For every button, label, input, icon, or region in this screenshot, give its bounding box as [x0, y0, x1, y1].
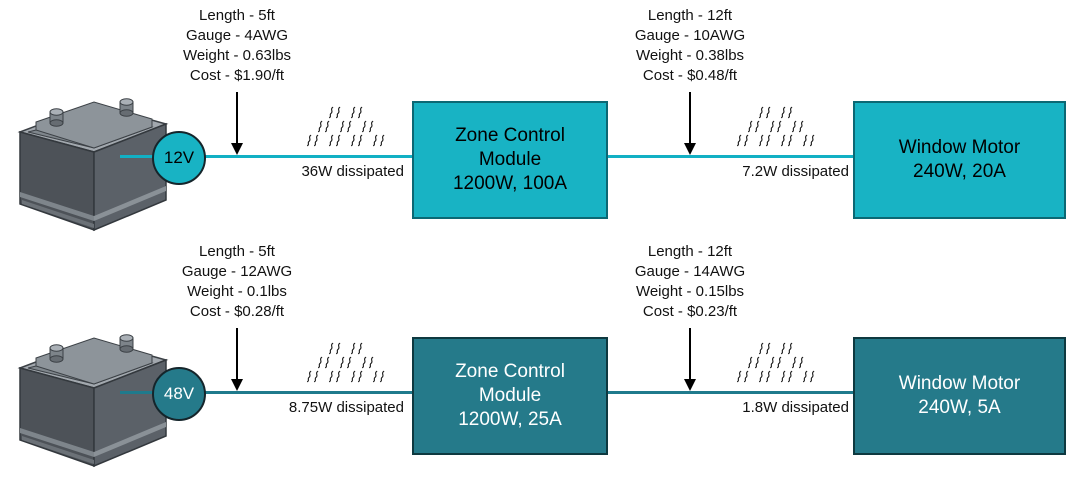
wire-length: Length - 5ft [199, 243, 275, 260]
battery-voltage-badge: 48V [152, 367, 206, 421]
heat-squiggle-pair [328, 134, 341, 148]
heat-squiggle-pair [328, 370, 341, 384]
heat-squiggle-pair [372, 134, 385, 148]
branch-annotation-arrow [689, 92, 691, 143]
wire-weight: Weight - 0.15lbs [635, 283, 745, 300]
wire-cost: Cost - $0.48/ft [642, 67, 738, 84]
motor-rating: 240W, 20A [913, 161, 1006, 182]
heat-squiggle-pair [747, 120, 760, 134]
wire-length: Length - 12ft [647, 243, 733, 260]
heat-squiggle-pair [736, 134, 749, 148]
wire-cost: Cost - $0.23/ft [642, 303, 738, 320]
module-name-line2: Module [478, 385, 542, 406]
heat-waves-icon [297, 342, 393, 384]
heat-squiggle-pair [306, 370, 319, 384]
feed-annotation-arrowhead-icon [231, 379, 243, 391]
heat-squiggle-pair [758, 342, 771, 356]
motor-name: Window Motor [898, 137, 1021, 158]
heat-squiggle-pair [350, 342, 363, 356]
heat-squiggle-pair [791, 356, 804, 370]
heat-squiggle-pair [769, 356, 782, 370]
heat-squiggle-pair [758, 106, 771, 120]
heat-squiggle-pair [780, 134, 793, 148]
feed-wire-annotation: Length - 5ft Gauge - 4AWG Weight - 0.63l… [137, 6, 337, 86]
heat-squiggle-pair [350, 134, 363, 148]
heat-squiggle-pair [317, 356, 330, 370]
heat-squiggle-pair [372, 370, 385, 384]
heat-squiggle-pair [328, 106, 341, 120]
module-name-line2: Module [478, 149, 542, 170]
branch-wire-annotation: Length - 12ft Gauge - 10AWG Weight - 0.3… [590, 6, 790, 86]
zone-control-module-box: Zone Control Module 1200W, 25A [412, 337, 608, 455]
wire-gauge: Gauge - 10AWG [634, 27, 746, 44]
heat-squiggle-pair [339, 356, 352, 370]
module-name-line1: Zone Control [455, 361, 565, 382]
branch-dissipation-label: 1.8W dissipated [742, 399, 849, 416]
wire-weight: Weight - 0.1lbs [187, 283, 287, 300]
heat-squiggle-pair [736, 370, 749, 384]
wire-module-to-motor [608, 391, 853, 394]
heat-waves-icon [297, 106, 393, 148]
system-12v: 12V Length - 5ft Gauge - 4AWG Weight - 0… [0, 6, 1066, 243]
branch-annotation-arrowhead-icon [684, 143, 696, 155]
window-motor-box: Window Motor 240W, 5A [853, 337, 1066, 455]
heat-squiggle-pair [747, 356, 760, 370]
heat-squiggle-pair [769, 120, 782, 134]
feed-annotation-arrow [236, 328, 238, 379]
heat-waves-icon [727, 342, 823, 384]
heat-squiggle-pair [328, 342, 341, 356]
wire-length: Length - 5ft [199, 7, 275, 24]
heat-squiggle-pair [758, 134, 771, 148]
heat-squiggle-pair [361, 120, 374, 134]
heat-squiggle-pair [361, 356, 374, 370]
feed-annotation-arrowhead-icon [231, 143, 243, 155]
heat-squiggle-pair [350, 370, 363, 384]
wire-weight: Weight - 0.38lbs [635, 47, 745, 64]
branch-wire-annotation: Length - 12ft Gauge - 14AWG Weight - 0.1… [590, 242, 790, 322]
heat-squiggle-pair [780, 370, 793, 384]
zone-control-module-box: Zone Control Module 1200W, 100A [412, 101, 608, 219]
heat-squiggle-pair [780, 342, 793, 356]
motor-rating: 240W, 5A [918, 397, 1001, 418]
wire-weight: Weight - 0.63lbs [182, 47, 292, 64]
heat-squiggle-pair [802, 134, 815, 148]
branch-annotation-arrowhead-icon [684, 379, 696, 391]
heat-squiggle-pair [758, 370, 771, 384]
feed-wire-annotation: Length - 5ft Gauge - 12AWG Weight - 0.1l… [137, 242, 337, 322]
heat-squiggle-pair [802, 370, 815, 384]
wire-gauge: Gauge - 12AWG [181, 263, 293, 280]
battery-voltage-label: 12V [163, 148, 195, 167]
wire-module-to-motor [608, 155, 853, 158]
motor-name: Window Motor [898, 373, 1021, 394]
feed-annotation-arrow [236, 92, 238, 143]
wire-battery-to-module [120, 391, 412, 394]
module-name-line1: Zone Control [455, 125, 565, 146]
wire-battery-to-module [120, 155, 412, 158]
heat-squiggle-pair [350, 106, 363, 120]
heat-squiggle-pair [306, 134, 319, 148]
heat-squiggle-pair [339, 120, 352, 134]
wire-gauge: Gauge - 4AWG [186, 27, 288, 44]
feed-dissipation-label: 36W dissipated [301, 163, 404, 180]
branch-dissipation-label: 7.2W dissipated [742, 163, 849, 180]
heat-squiggle-pair [317, 120, 330, 134]
heat-squiggle-pair [791, 120, 804, 134]
module-rating: 1200W, 100A [452, 173, 568, 194]
feed-dissipation-label: 8.75W dissipated [288, 399, 404, 416]
wire-cost: Cost - $0.28/ft [189, 303, 285, 320]
wire-length: Length - 12ft [647, 7, 733, 24]
wire-gauge: Gauge - 14AWG [634, 263, 746, 280]
battery-voltage-badge: 12V [152, 131, 206, 185]
system-48v: 48V Length - 5ft Gauge - 12AWG Weight - … [0, 236, 1080, 479]
branch-annotation-arrow [689, 328, 691, 379]
module-rating: 1200W, 25A [458, 409, 562, 430]
window-motor-box: Window Motor 240W, 20A [853, 101, 1066, 219]
wire-cost: Cost - $1.90/ft [189, 67, 285, 84]
heat-waves-icon [727, 106, 823, 148]
heat-squiggle-pair [780, 106, 793, 120]
battery-voltage-label: 48V [163, 384, 195, 403]
